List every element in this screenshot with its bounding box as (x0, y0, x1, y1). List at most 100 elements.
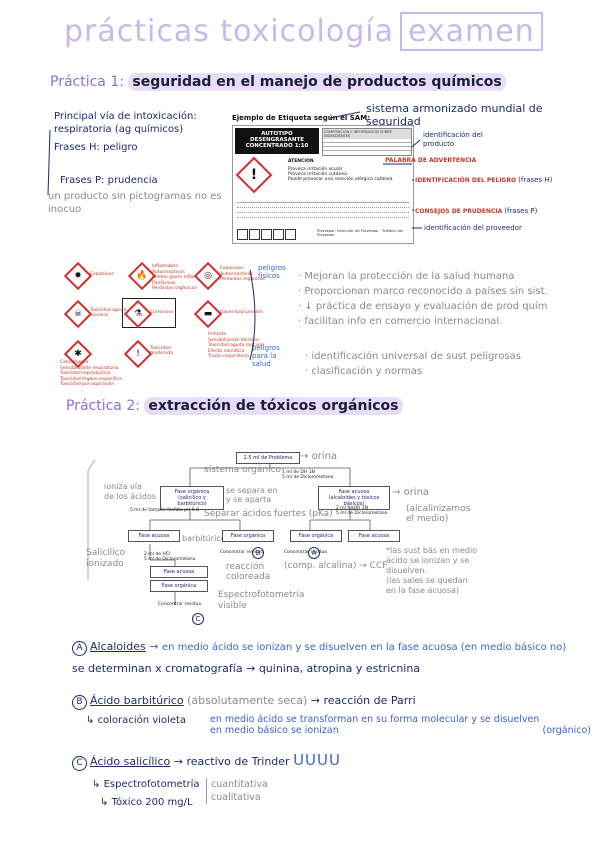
section-a-letter: A (72, 641, 87, 656)
section-c-title: Ácido salicílico (90, 755, 171, 768)
benefit-3: · ↓ práctica de ensayo y evaluación de p… (298, 301, 548, 312)
picto-label-1: Explosivos (90, 272, 114, 277)
practice-1-topic: seguridad en el manejo de productos quím… (128, 73, 506, 91)
peligros-fisicos-2: físicos (258, 272, 280, 280)
reaccion-2: coloreada (226, 572, 271, 582)
cancer-item-1: Carcinógeno (60, 360, 89, 365)
section-c-toxico-text: Tóxico 200 mg/L (111, 797, 193, 808)
peligros-fisicos-1: peligros (258, 264, 286, 272)
benefit-6: · clasificación y normas (305, 366, 423, 377)
fase-org-left-1: Fase orgánica (174, 489, 210, 495)
flow-alcalinizar-note: (alcalinizamos el medio) (406, 504, 470, 524)
intoxication-route-note: Principal vía de intoxicación: respirato… (54, 110, 229, 136)
hcl-2: 5 ml de Diclorometano (144, 557, 196, 562)
note-id-peligro: IDENTIFICACIÓN DEL PELIGRO (frases H) (415, 176, 552, 184)
irritante-item-3: Toxicidad aguda (nociva) (208, 343, 264, 348)
note-consejos: CONSEJOS DE PRUDENCIA (frases P) (415, 207, 537, 215)
note-id-peligro-text: IDENTIFICACIÓN DEL PELIGRO (415, 177, 517, 184)
fase-acuosa-low-card: Fase acuosa (150, 566, 208, 578)
section-c-tubes-icon: UUUU (293, 751, 341, 769)
label-footer: Proveedor: Dirección del Proveedor · Tel… (317, 229, 403, 237)
section-a-text2: se determinan x cromatografía (72, 662, 243, 675)
flow-marker-a: A (308, 540, 323, 559)
practice-2-heading: Práctica 2: extracción de tóxicos orgáni… (66, 397, 403, 415)
no-pictogram-line-2: inocuo (48, 204, 82, 215)
note-box-5: en la fase acuosa) (386, 586, 460, 595)
inflamables-item-2: Autorreactivos (152, 269, 185, 275)
flow-fase-org-left: Fase orgánica (salicílico y barbitúrico) (160, 486, 224, 510)
note-box-3: disuelven. (386, 566, 427, 575)
side-note-peligros-salud: peligros para la salud (252, 344, 280, 368)
section-c-toxico: ↳ Tóxico 200 mg/L (100, 797, 193, 808)
fase-aq-right-card: Fase acuosa (alcaloides y tóxicos básico… (318, 486, 390, 510)
hcl-1: 2 ml de HCl (144, 552, 171, 557)
picto-list-irritante: Irritante Sensibilizante dérmico Toxicid… (208, 332, 264, 360)
label-composition-table: COMPOSICIÓN E INFORMACIÓN SOBRE INGREDIE… (322, 128, 412, 156)
flow-fase-acuosa-left: Fase acuosa (128, 530, 180, 542)
inflamables-item-1: Inflamables (152, 264, 179, 269)
label-table-title: COMPOSICIÓN E INFORMACIÓN SOBRE INGREDIE… (323, 129, 411, 139)
note-box-1: *las sust bás en medio (386, 546, 478, 555)
irritante-item-4: Efecto narcótico (208, 348, 245, 354)
explosivos-item-2: Autorreactivos (220, 271, 253, 277)
picto-list-explosivos: Explosivos Autorreactivos Peróxidos orgá… (220, 266, 265, 283)
note-consejos-text: CONSEJOS DE PRUDENCIA (415, 208, 503, 215)
peligros-salud-1: peligros (252, 344, 280, 352)
section-a-line2: se determinan x cromatografía → quinina,… (72, 662, 421, 675)
label-product-line-2: CONCENTRADO 1:10 (245, 143, 309, 149)
irritante-item-1: Irritante (208, 332, 227, 337)
fase-org-left-card: Fase orgánica (salicílico y barbitúrico) (160, 486, 224, 510)
label-atencion: ATENCIÓN (288, 159, 314, 164)
section-b-title: Ácido barbitúrico (90, 694, 184, 707)
section-b-letter: B (72, 695, 87, 710)
benefit-1: · Mejoran la protección de la salud huma… (298, 271, 515, 282)
reaccion-1: reacción (226, 562, 265, 572)
peligros-salud-2: para la (252, 352, 277, 360)
section-c-reactivo: reactivo de Trinder (186, 755, 290, 768)
explosivos-item-1: Explosivos (220, 266, 244, 271)
right-step-1: 2 ml NaOH 1N (336, 506, 369, 511)
section-c-types: cuantitativa cualitativa (206, 778, 268, 804)
label-hazard-1: Provoca irritación ocular (288, 167, 343, 172)
label-prudence-icons (237, 225, 297, 240)
side-note-peligros-fisicos: peligros físicos (258, 264, 286, 280)
flow-marker-b: B (252, 540, 267, 559)
explosivos-item-3: Peróxidos orgánicos (220, 277, 265, 282)
cancer-item-3: Toxicidad reproductiva (60, 371, 111, 376)
section-b-medio1b: (orgánico) (542, 725, 591, 736)
fase-acuosa-left-card: Fase acuosa (128, 530, 180, 542)
flow-barbiturico-note: barbitúrico (182, 534, 226, 543)
irritante-item-5: Tracto respiratorio (208, 354, 250, 359)
picto-label-8: Toxicidad moderada (150, 346, 173, 356)
note-box-2: ácido se ionizan y se (386, 556, 470, 565)
irritante-item-2: Sensibilizante dérmico (208, 337, 259, 343)
picto-label-6: Gases bajo presión (220, 310, 263, 315)
picto-list-inflamables: Inflamables Autorreactivos Emiten gases … (152, 264, 210, 292)
ioniza-2: de los ácidos (104, 492, 157, 501)
flow-orina2: → orina (392, 487, 430, 498)
flow-reaccion-note: reacción coloreada (226, 562, 270, 582)
frases-p-note: Frases P: prudencia (60, 175, 158, 186)
salicilico-2: ionizado (86, 559, 124, 569)
separa-2: y se aparta (226, 495, 272, 504)
salicilico-1: Salicílico (86, 548, 126, 558)
benefit-2: · Proporcionan marco reconocido a países… (298, 286, 548, 297)
note-id-producto: identificación del producto (423, 131, 483, 149)
flow-right-step: 2 ml NaOH 1N 5 ml de Diclorometano (336, 506, 387, 516)
flow-side-note: *las sust bás en medio ácido se ionizan … (386, 546, 477, 596)
section-b-medio1: en medio ácido se transforman en su form… (210, 714, 540, 725)
section-a-title: Alcaloides (90, 640, 146, 653)
flow-comp-alcalina: (comp. alcalina) → CCF (284, 561, 388, 571)
flow-fase-acuosa-r: Fase acuosa (348, 530, 400, 542)
section-a-text3: quinina, atropina y estricnina (258, 662, 421, 675)
label-product-line-1: AUTOTIPO DESENGRASANTE (250, 131, 304, 143)
title-main: prácticas toxicología (64, 14, 394, 49)
marker-a-icon: A (308, 547, 320, 559)
ioniza-1: ioniza vía (104, 482, 142, 491)
section-c-espectro: ↳ Espectrofotometría (92, 779, 200, 790)
section-b-coloracion-text: coloración violeta (97, 715, 187, 726)
alcalinizar-2: el medio) (406, 514, 449, 524)
